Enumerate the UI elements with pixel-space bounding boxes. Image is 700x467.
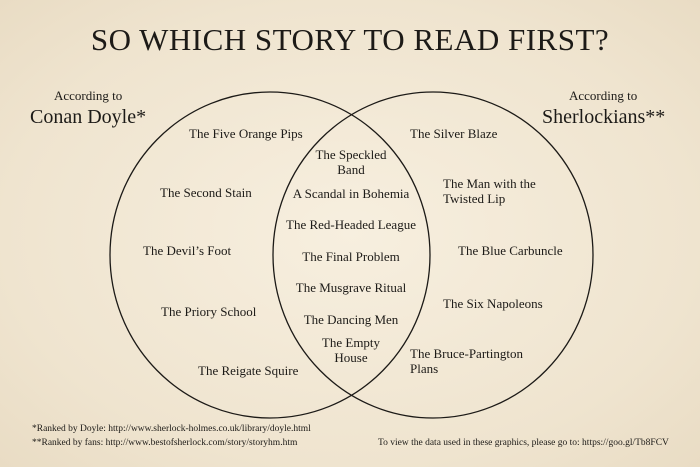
left-set-name: Conan Doyle* [30,106,147,128]
left-story: The Second Stain [160,185,252,200]
page-title: SO WHICH STORY TO READ FIRST? [90,22,610,57]
right-story: The Man with the Twisted Lip [443,176,536,206]
right-set-name: Sherlockians** [542,106,666,128]
right-story: The Bruce-Partington Plans [410,346,523,376]
doyle-circle [109,91,431,419]
shared-story: The Speckled Band [315,147,387,177]
shared-story: The Final Problem [302,249,400,264]
footnote-data-source: To view the data used in these graphics,… [378,438,669,448]
right-set-prefix: According to [569,88,638,103]
left-story: The Five Orange Pips [189,126,303,141]
left-story: The Priory School [161,304,257,319]
footnote-fans: **Ranked by fans: http://www.bestofsherl… [32,438,298,448]
right-story: The Six Napoleons [443,296,543,311]
left-story: The Reigate Squire [198,363,299,378]
shared-story: The Dancing Men [303,312,399,327]
right-story: The Blue Carbuncle [458,243,563,258]
left-story: The Devil’s Foot [143,243,232,258]
shared-story: The Red-Headed League [286,217,416,232]
shared-story: A Scandal in Bohemia [292,186,410,201]
footnote-doyle: *Ranked by Doyle: http://www.sherlock-ho… [32,424,311,434]
right-story: The Silver Blaze [410,126,498,141]
shared-story: The Empty House [321,335,381,365]
sherlockians-circle [272,91,594,419]
left-set-prefix: According to [54,88,123,103]
shared-story: The Musgrave Ritual [295,280,407,295]
